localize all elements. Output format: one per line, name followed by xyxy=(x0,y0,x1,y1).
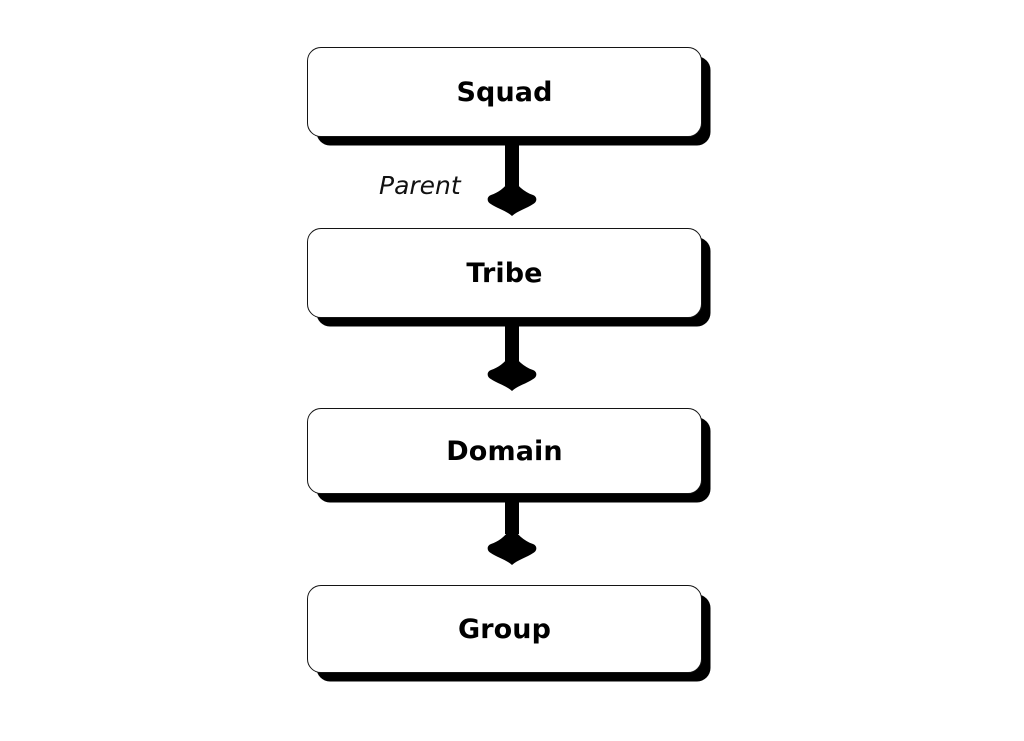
node-domain-label: Domain xyxy=(446,435,563,467)
node-tribe-label: Tribe xyxy=(466,257,543,289)
node-squad-label: Squad xyxy=(456,76,553,108)
node-squad[interactable]: Squad xyxy=(307,47,702,137)
node-group[interactable]: Group xyxy=(307,585,702,673)
edge-tribe-to-domain xyxy=(487,318,537,391)
edge-squad-to-tribe xyxy=(487,137,537,216)
edge-label-parent: Parent xyxy=(379,171,461,200)
node-group-label: Group xyxy=(457,613,552,645)
edge-domain-to-group xyxy=(487,494,537,565)
node-domain[interactable]: Domain xyxy=(307,408,702,494)
node-tribe[interactable]: Tribe xyxy=(307,228,702,318)
